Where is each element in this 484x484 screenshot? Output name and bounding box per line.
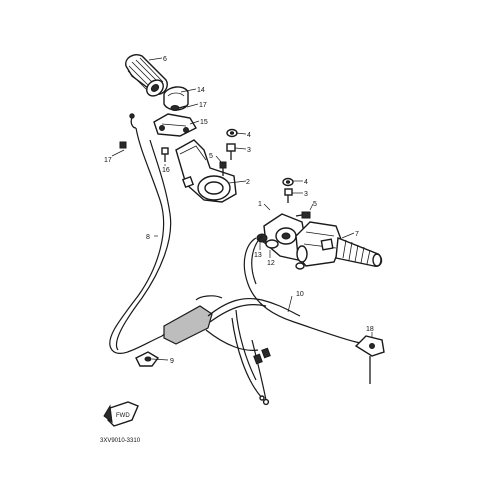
cable-bracket bbox=[354, 335, 385, 384]
left-grip bbox=[335, 237, 383, 267]
callout-10: 10 bbox=[296, 291, 304, 298]
housing-cap bbox=[153, 113, 197, 137]
callouts: 6 14 17 15 4 3 5 2 16 17 4 3 5 1 7 13 12… bbox=[104, 56, 374, 365]
callout-5-upper: 5 bbox=[209, 153, 213, 160]
callout-5-lower: 5 bbox=[313, 201, 317, 208]
switch-housing bbox=[295, 221, 343, 270]
callout-9: 9 bbox=[170, 358, 174, 365]
callout-18: 18 bbox=[366, 326, 374, 333]
callout-3-upper: 3 bbox=[247, 147, 251, 154]
callout-14: 15 bbox=[200, 119, 208, 126]
callout-12: 13 bbox=[254, 252, 262, 259]
grip-collar bbox=[163, 86, 189, 111]
screw-5-lower bbox=[295, 211, 311, 219]
cable-end-16 bbox=[170, 105, 187, 111]
adjuster-ring bbox=[256, 233, 268, 243]
fwd-label: FWD bbox=[116, 413, 130, 419]
callout-16: 17 bbox=[199, 102, 207, 109]
cable-junction bbox=[163, 295, 301, 351]
callout-11: 12 bbox=[267, 260, 275, 267]
cable-lower-ends bbox=[231, 309, 271, 406]
callout-6: 6 bbox=[163, 56, 167, 63]
cable-adjuster bbox=[257, 237, 279, 249]
throttle-cable bbox=[109, 127, 173, 355]
callout-4-lower: 4 bbox=[304, 179, 308, 186]
washer-4-upper bbox=[226, 128, 238, 138]
drawing-code: 3XV9010-3310 bbox=[100, 438, 141, 444]
cable-end-17 bbox=[119, 113, 137, 149]
callout-13: 14 bbox=[197, 87, 205, 94]
leader-lines bbox=[111, 57, 373, 361]
callout-4-upper: 4 bbox=[247, 132, 251, 139]
screw-5-upper bbox=[219, 161, 227, 176]
callout-17: 17 bbox=[104, 157, 112, 164]
bolt-3-upper bbox=[226, 143, 236, 160]
callout-3-lower: 3 bbox=[304, 191, 308, 198]
lever-holder bbox=[263, 213, 307, 261]
bolt-3-lower bbox=[284, 188, 293, 203]
fwd-arrow-icon: FWD bbox=[103, 401, 139, 427]
callout-2: 2 bbox=[246, 179, 250, 186]
callout-1: 1 bbox=[258, 201, 262, 208]
washer-4-lower bbox=[282, 177, 294, 187]
throttle-grip bbox=[125, 54, 168, 97]
callout-7: 7 bbox=[355, 231, 359, 238]
cable-clip bbox=[135, 351, 160, 367]
callout-8: 8 bbox=[146, 234, 150, 241]
callout-15: 16 bbox=[162, 167, 170, 174]
screw-15 bbox=[161, 147, 169, 162]
throttle-housing bbox=[175, 139, 237, 203]
